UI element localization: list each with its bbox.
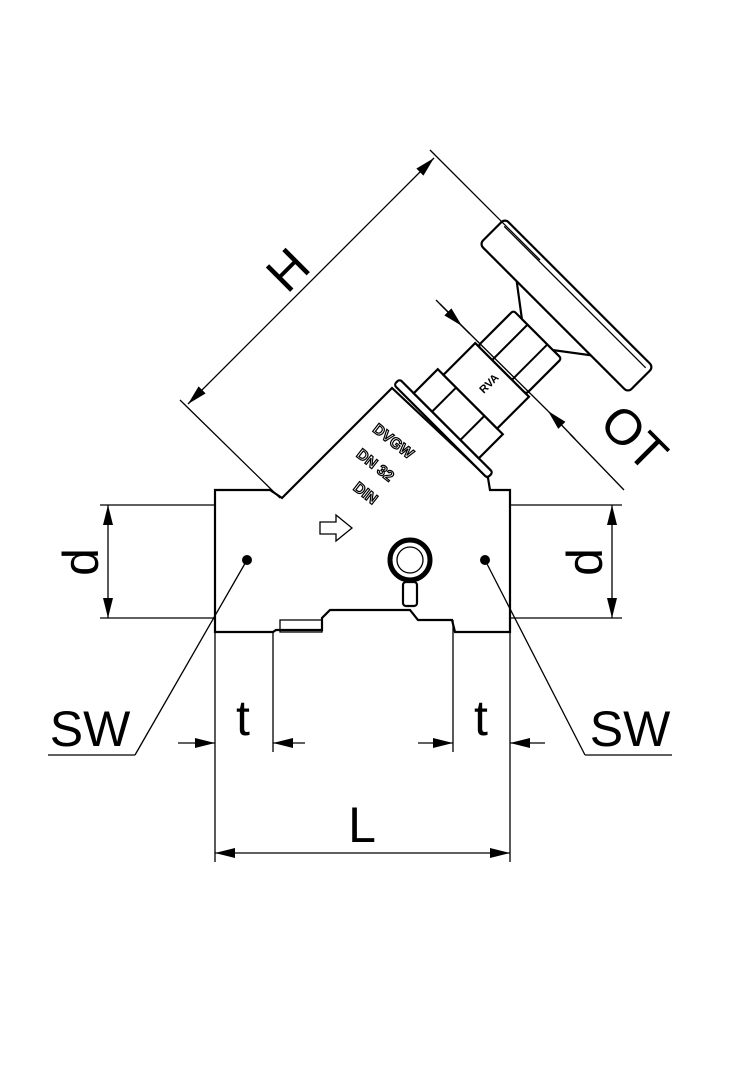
valve-bonnet: RVA	[394, 219, 653, 478]
label-sw-left: SW	[50, 701, 131, 757]
label-l: L	[348, 797, 376, 853]
label-d-left: d	[53, 548, 109, 576]
dimension-t-left: t	[178, 632, 305, 752]
label-sw-right: SW	[590, 701, 671, 757]
dimension-sw-right: SW	[484, 559, 672, 757]
test-point	[387, 537, 433, 583]
label-t-right: t	[474, 690, 488, 746]
label-d-right: d	[557, 548, 613, 576]
drain-port	[279, 619, 323, 633]
dimension-t-right: t	[418, 620, 545, 752]
label-t-left: t	[236, 690, 250, 746]
valve-body: DVGW DN 32 DIN	[213, 386, 512, 634]
handwheel	[480, 219, 653, 392]
dimension-l: L	[214, 632, 511, 862]
flow-arrow-icon	[319, 513, 354, 543]
dimension-sw-left: SW	[48, 559, 248, 757]
dimension-d-right: d	[510, 504, 622, 619]
label-h: H	[255, 237, 320, 302]
dimension-d-left: d	[53, 504, 215, 619]
